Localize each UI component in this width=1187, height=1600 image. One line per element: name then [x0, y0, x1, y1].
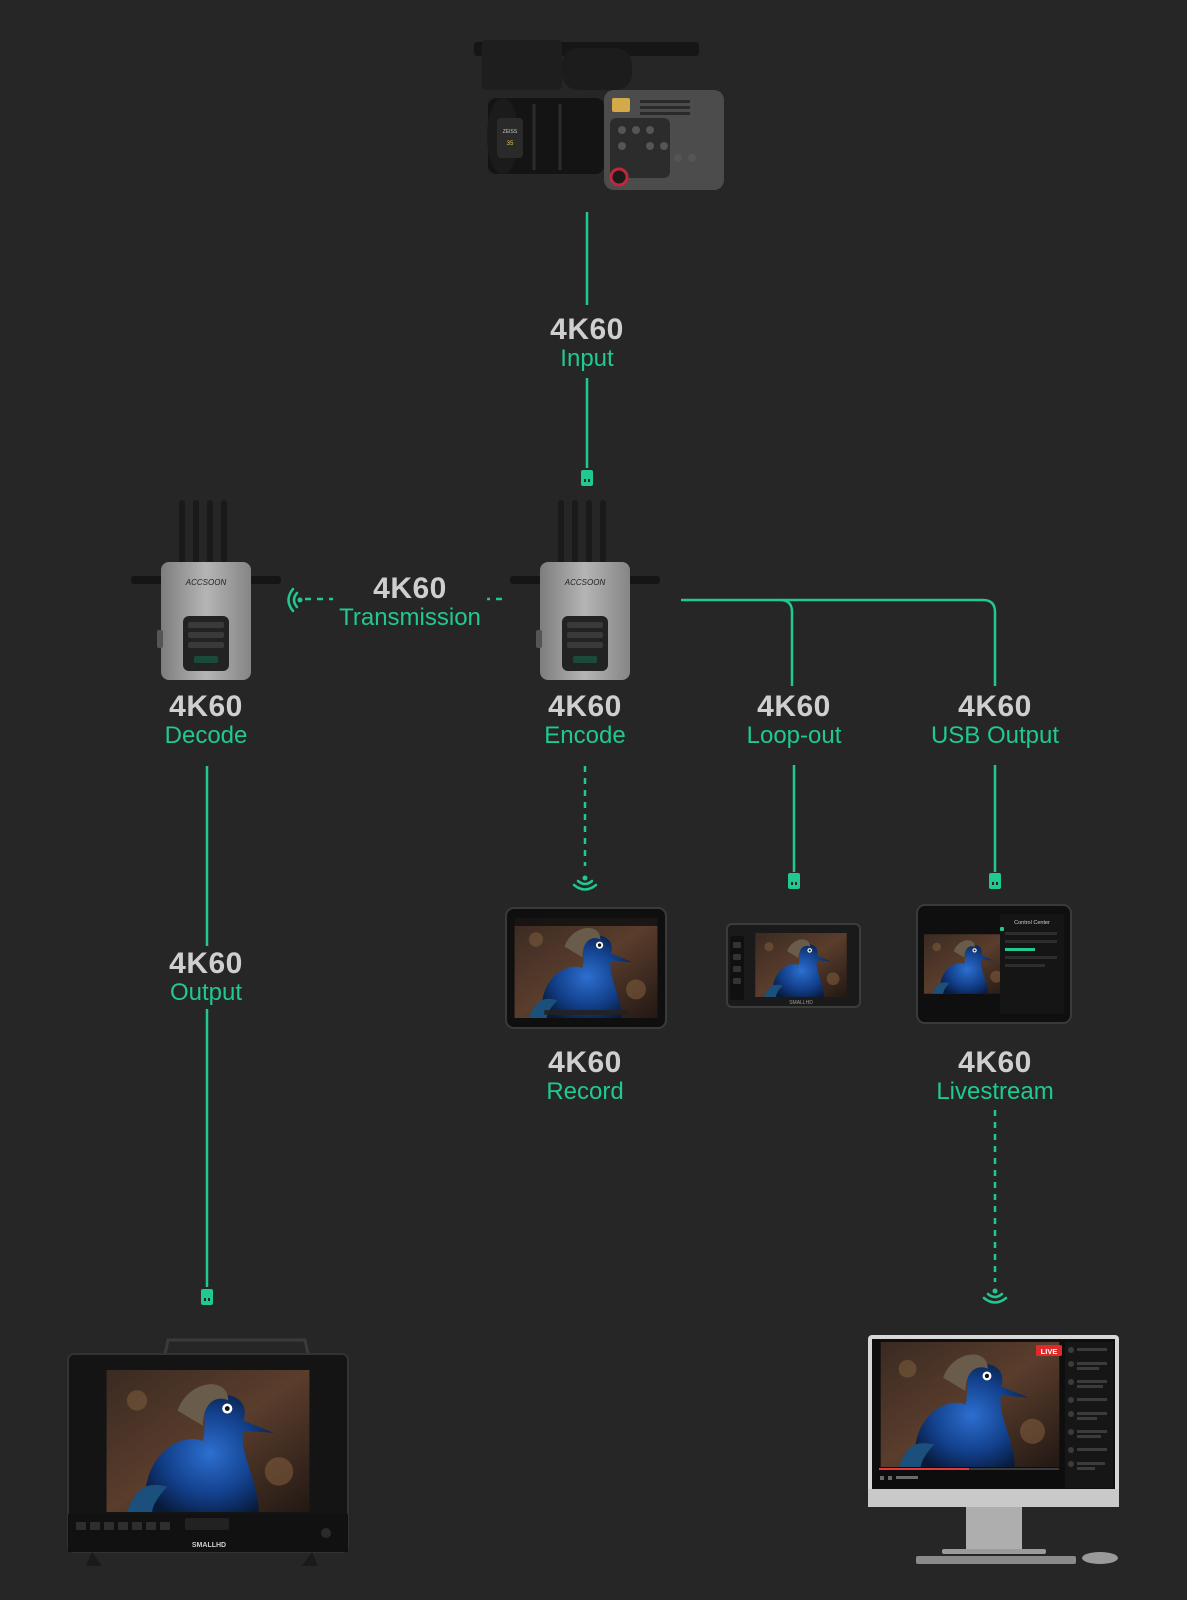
- label-transmission-resolution: 4K60: [373, 572, 447, 605]
- svg-text:LIVE: LIVE: [1041, 1347, 1058, 1356]
- tablet-record-icon: [505, 907, 667, 1029]
- usb-plug-icon: [201, 1289, 213, 1305]
- svg-text:SMALLHD: SMALLHD: [192, 1542, 226, 1549]
- desktop-computer-icon: LIVE: [868, 1335, 1119, 1564]
- cinema-camera-icon: ZEISS 35: [474, 40, 724, 190]
- svg-text:ACCSOON: ACCSOON: [564, 578, 606, 587]
- label-usb-output: 4K60 USB Output: [931, 692, 1059, 750]
- label-record-kind: Record: [546, 1078, 624, 1105]
- label-livestream-resolution: 4K60: [958, 1046, 1032, 1079]
- label-decode-resolution: 4K60: [169, 690, 243, 723]
- wireless-signal-icon: [572, 874, 598, 891]
- svg-text:Control Center: Control Center: [1014, 920, 1050, 926]
- label-livestream-kind: Livestream: [936, 1078, 1054, 1105]
- usb-plug-icon: [581, 470, 593, 486]
- tablet-control-center-icon: Control Center: [916, 904, 1072, 1024]
- label-loop-out-kind: Loop-out: [746, 722, 842, 749]
- label-input-resolution: 4K60: [550, 313, 624, 346]
- label-record-resolution: 4K60: [548, 1046, 622, 1079]
- label-decode-kind: Decode: [164, 722, 248, 749]
- label-output: 4K60 Output: [163, 947, 249, 1009]
- field-monitor-icon: SMALLHD: [726, 923, 861, 1008]
- label-input-kind: Input: [560, 345, 614, 372]
- label-encode: 4K60 Encode: [544, 692, 625, 750]
- label-usb-output-resolution: 4K60: [958, 690, 1032, 723]
- label-transmission: 4K60 Transmission: [333, 572, 487, 634]
- label-loop-out: 4K60 Loop-out: [747, 692, 842, 750]
- production-monitor-icon: SMALLHD: [67, 1338, 349, 1566]
- label-livestream: 4K60 Livestream: [936, 1048, 1053, 1106]
- label-output-kind: Output: [169, 979, 243, 1006]
- svg-text:35: 35: [507, 141, 514, 147]
- usb-plug-icon: [788, 873, 800, 889]
- label-usb-output-kind: USB Output: [930, 722, 1060, 749]
- label-encode-kind: Encode: [544, 722, 626, 749]
- receiver-icon: ACCSOON: [131, 500, 281, 680]
- label-loop-out-resolution: 4K60: [757, 690, 831, 723]
- svg-text:SMALLHD: SMALLHD: [789, 1000, 813, 1006]
- label-encode-resolution: 4K60: [548, 690, 622, 723]
- label-decode: 4K60 Decode: [165, 692, 248, 750]
- connector-lines: [205, 212, 997, 1287]
- label-transmission-kind: Transmission: [339, 604, 481, 631]
- transmitter-icon: ACCSOON: [510, 500, 660, 680]
- svg-text:ACCSOON: ACCSOON: [185, 578, 227, 587]
- label-output-resolution: 4K60: [169, 947, 243, 980]
- wireless-signal-icon: [287, 587, 304, 613]
- label-input: 4K60 Input: [544, 313, 630, 375]
- usb-plug-icon: [989, 873, 1001, 889]
- svg-text:ZEISS: ZEISS: [503, 129, 518, 135]
- label-record: 4K60 Record: [546, 1048, 623, 1106]
- wireless-signal-icon: [982, 1287, 1008, 1304]
